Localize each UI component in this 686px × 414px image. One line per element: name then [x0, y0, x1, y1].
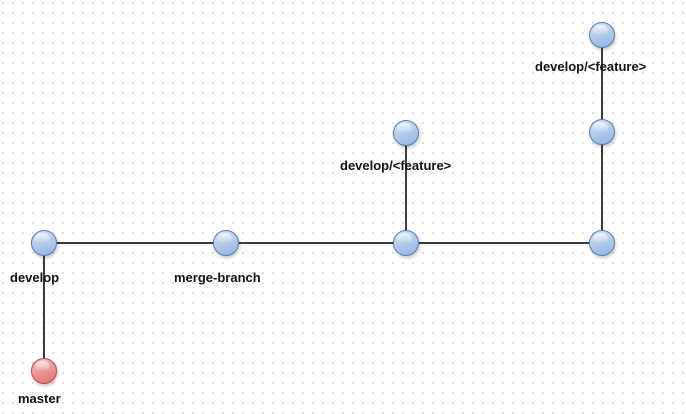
node-gloss-highlight	[397, 122, 413, 133]
graph-node-master[interactable]	[31, 358, 57, 384]
graph-node-feature-right-lower[interactable]	[589, 119, 615, 145]
label-feature-right: develop/<feature>	[535, 59, 647, 74]
node-gloss-highlight	[217, 232, 233, 243]
label-master: master	[18, 391, 61, 406]
graph-node-junction-mid[interactable]	[393, 230, 419, 256]
label-merge-branch: merge-branch	[174, 270, 261, 285]
graph-node-feature-right-top[interactable]	[589, 22, 615, 48]
label-feature-mid: develop/<feature>	[340, 158, 452, 173]
graph-node-feature-mid[interactable]	[393, 120, 419, 146]
node-gloss-highlight	[35, 232, 51, 243]
node-gloss-highlight	[593, 121, 609, 132]
node-gloss-highlight	[593, 24, 609, 35]
graph-node-merge-branch[interactable]	[213, 230, 239, 256]
graph-node-junction-right[interactable]	[589, 230, 615, 256]
graph-node-develop[interactable]	[31, 230, 57, 256]
node-gloss-highlight	[593, 232, 609, 243]
node-gloss-highlight	[35, 360, 51, 371]
label-develop: develop	[10, 270, 60, 285]
node-gloss-highlight	[397, 232, 413, 243]
